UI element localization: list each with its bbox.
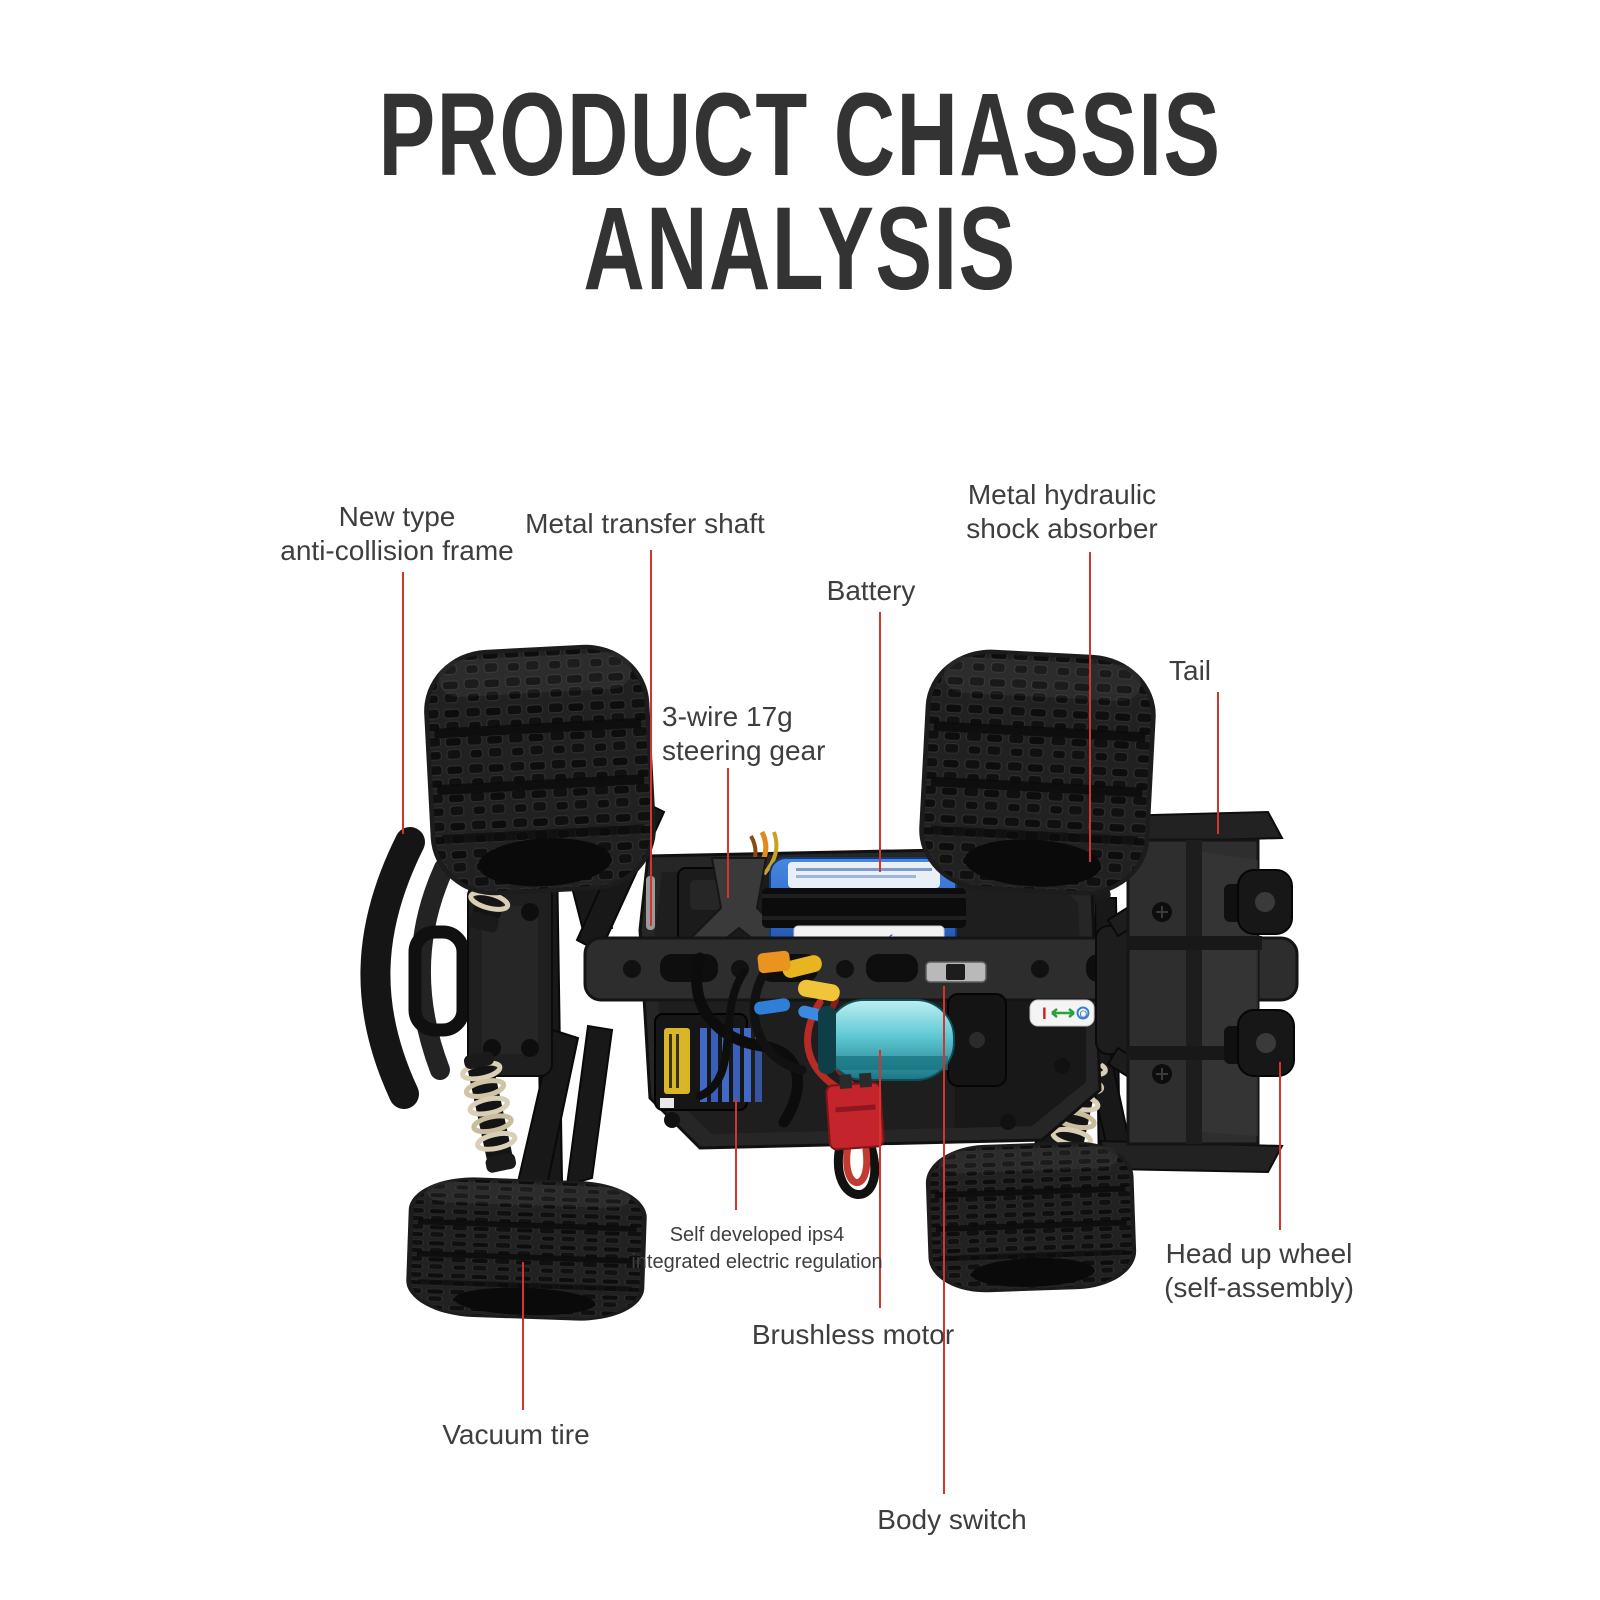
label-esc: Self developed ips4 integrated electric … [631, 1224, 883, 1273]
label-anti-collision-frame: New type anti-collision frame [280, 501, 514, 566]
tire-rear-left [405, 1175, 648, 1323]
leader-line-tail [1217, 692, 1219, 834]
tire-front-right [916, 646, 1159, 899]
leader-line-body-switch [943, 986, 945, 1494]
head-up-wheel-upper [1224, 869, 1293, 935]
t-plug-connector [825, 1072, 885, 1199]
leader-line-shock-absorber [1089, 552, 1091, 862]
power-indicator-sticker: I O [1029, 999, 1095, 1027]
leader-line-anti-collision-frame [402, 572, 404, 834]
page-title: PRODUCT CHASSIS ANALYSIS [224, 76, 1376, 308]
sticker-off-mark: O [1080, 1010, 1088, 1021]
head-up-wheel-lower [1224, 1009, 1295, 1077]
label-head-up-wheel: Head up wheel (self-assembly) [1164, 1238, 1354, 1303]
tire-front-left [421, 641, 659, 899]
leader-line-metal-transfer-shaft [650, 550, 652, 926]
front-bumper [360, 827, 470, 1109]
body-switch [925, 961, 987, 983]
label-battery: Battery [826, 575, 916, 606]
label-body-switch: Body switch [877, 1504, 1027, 1535]
leader-line-steering-gear [727, 768, 729, 898]
label-shock-absorber: Metal hydraulic shock absorber [966, 479, 1158, 544]
label-brushless-motor: Brushless motor [751, 1319, 955, 1350]
tire-rear-right [924, 1139, 1138, 1295]
title-line-2: ANALYSIS [583, 183, 1017, 315]
title-line-1: PRODUCT CHASSIS [378, 69, 1222, 201]
bumper-hoop [408, 925, 470, 1037]
leader-line-battery [879, 612, 881, 872]
leader-line-vacuum-tire [522, 1262, 524, 1410]
leader-line-esc [735, 1098, 737, 1210]
power-wire-black [833, 1141, 880, 1199]
brushless-motor [818, 993, 1007, 1087]
leader-line-brushless-motor [879, 1050, 881, 1308]
servo-wire-yellow [762, 831, 779, 876]
tail-wing [1098, 810, 1284, 1174]
power-wire-red [843, 1142, 871, 1186]
label-metal-transfer-shaft: Metal transfer shaft [525, 508, 765, 539]
label-vacuum-tire: Vacuum tire [442, 1419, 590, 1450]
leader-line-head-up-wheel [1279, 1062, 1281, 1230]
front-bulkhead [467, 883, 553, 1077]
sticker-on-mark: I [1042, 1004, 1047, 1023]
label-steering-gear: 3-wire 17g steering gear [662, 701, 826, 766]
label-tail: Tail [1168, 655, 1212, 686]
chassis-illustration: Safety Information [360, 641, 1299, 1323]
